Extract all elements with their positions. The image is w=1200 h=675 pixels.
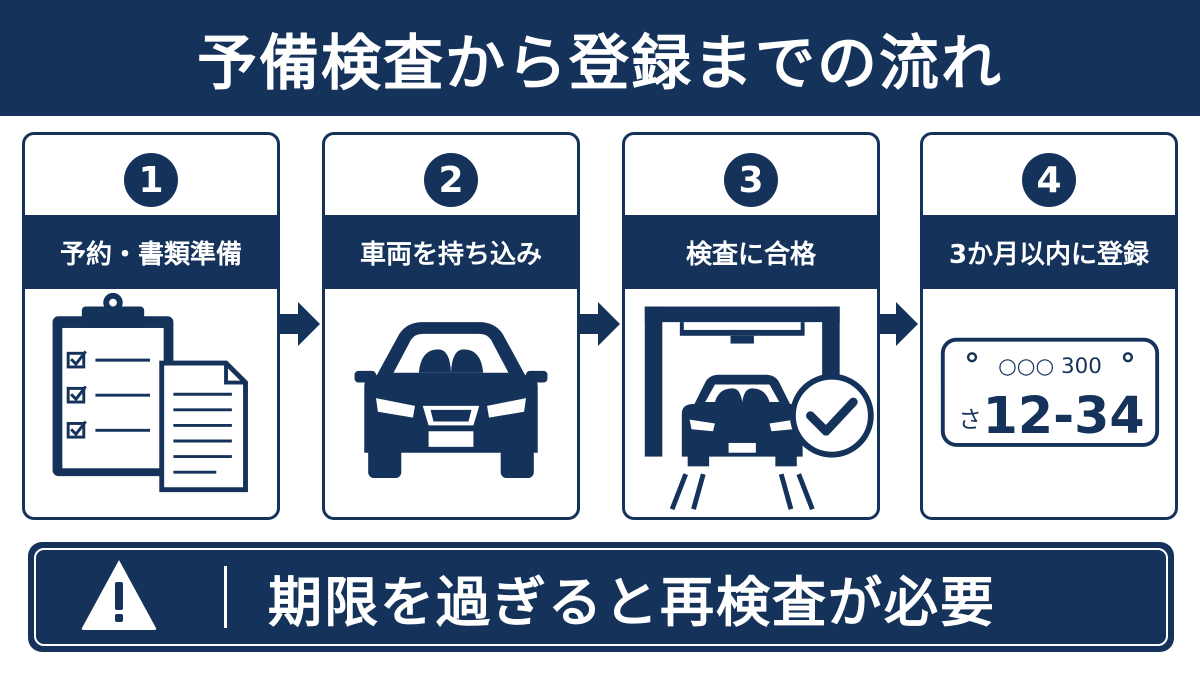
plate-top-text: ○○○ 300 (998, 354, 1102, 379)
step-card-1: 1 予約・書類準備 (22, 132, 280, 520)
step-label-2: 車両を持ち込み (325, 215, 577, 289)
step-label-3: 検査に合格 (625, 215, 877, 289)
step-card-2: 2 車両を持ち込み (322, 132, 580, 520)
clipboard-documents-icon (25, 289, 277, 517)
step-number-2: 2 (424, 153, 478, 207)
arrow-right-icon (878, 302, 918, 346)
inspection-gate-check-icon (625, 289, 877, 517)
car-front-icon (325, 289, 577, 517)
license-plate-icon: ○○○ 300 さ 12-34 (923, 289, 1175, 517)
warning-text: 期限を過ぎると再検査が必要 (268, 570, 996, 634)
page-title: 予備検査から登録までの流れ (197, 28, 1003, 99)
warning-triangle-icon (81, 560, 157, 630)
step-number-3: 3 (724, 153, 778, 207)
header-banner: 予備検査から登録までの流れ (0, 0, 1200, 116)
arrow-right-icon (580, 302, 620, 346)
step-card-4: 4 3か月以内に登録 ○○○ 300 さ 12-34 (920, 132, 1178, 520)
step-label-1: 予約・書類準備 (25, 215, 277, 289)
step-label-4: 3か月以内に登録 (923, 215, 1175, 289)
plate-kana: さ (958, 405, 981, 433)
warning-banner: 期限を過ぎると再検査が必要 (28, 542, 1174, 652)
arrow-right-icon (280, 302, 320, 346)
warning-frame (34, 548, 1168, 646)
plate-number: 12-34 (983, 386, 1145, 445)
step-card-3: 3 検査に合格 (622, 132, 880, 520)
step-number-4: 4 (1022, 153, 1076, 207)
warning-divider (224, 566, 227, 628)
step-number-1: 1 (124, 153, 178, 207)
